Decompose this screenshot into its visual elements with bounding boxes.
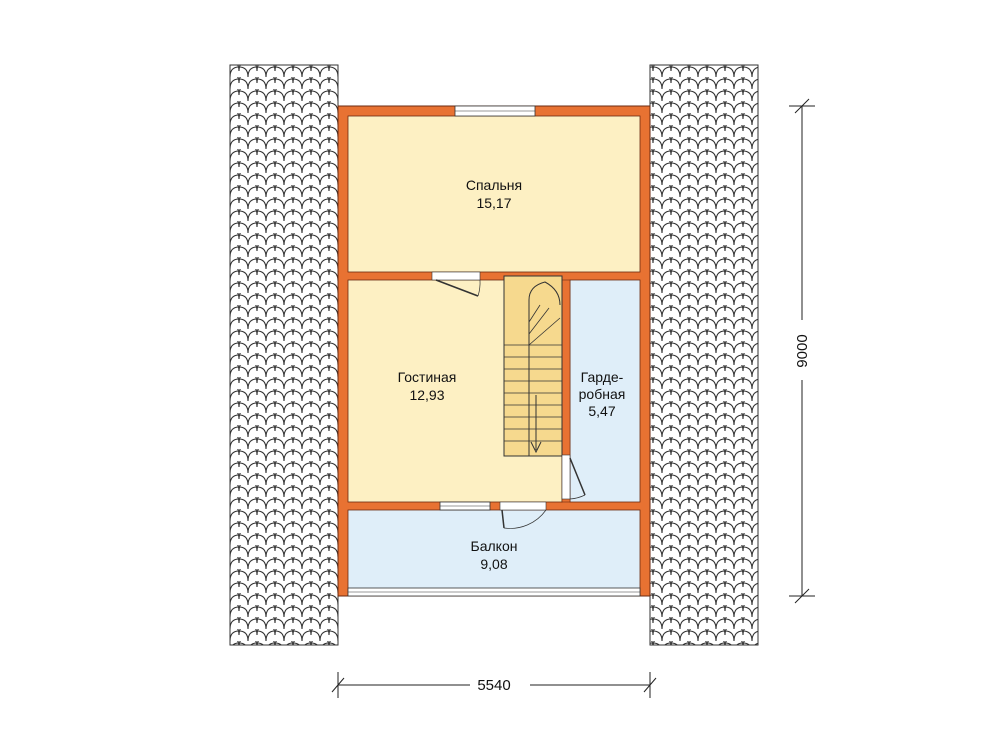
balcony-area: 9,08	[480, 556, 507, 572]
room-wardrobe	[569, 279, 641, 503]
door-bedroom	[431, 271, 481, 297]
bedroom-area: 15,17	[476, 195, 511, 211]
staircase	[503, 275, 563, 457]
living-name: Гостиная	[398, 369, 457, 385]
wardrobe-area: 5,47	[588, 403, 615, 419]
wardrobe-name-line2: робная	[579, 386, 626, 402]
window-bedroom	[454, 105, 536, 117]
balcony-railing	[347, 587, 641, 597]
bedroom-name: Спальня	[466, 177, 522, 193]
balcony-name: Балкон	[471, 538, 518, 554]
door-balcony	[499, 501, 547, 529]
wardrobe-name-line1: Гарде-	[581, 369, 624, 385]
arrow-down-icon	[530, 395, 542, 454]
living-area: 12,93	[409, 387, 444, 403]
dimension-width-label: 5540	[477, 677, 510, 694]
roof-left-panel	[229, 64, 339, 646]
window-living	[439, 501, 491, 511]
roof-right-panel	[649, 64, 759, 646]
dimension-width	[331, 672, 657, 698]
room-bedroom	[347, 115, 641, 273]
room-balcony	[347, 509, 641, 597]
dimension-depth	[789, 98, 815, 604]
door-wardrobe	[561, 454, 586, 500]
dimension-depth-label: 9000	[794, 334, 811, 367]
